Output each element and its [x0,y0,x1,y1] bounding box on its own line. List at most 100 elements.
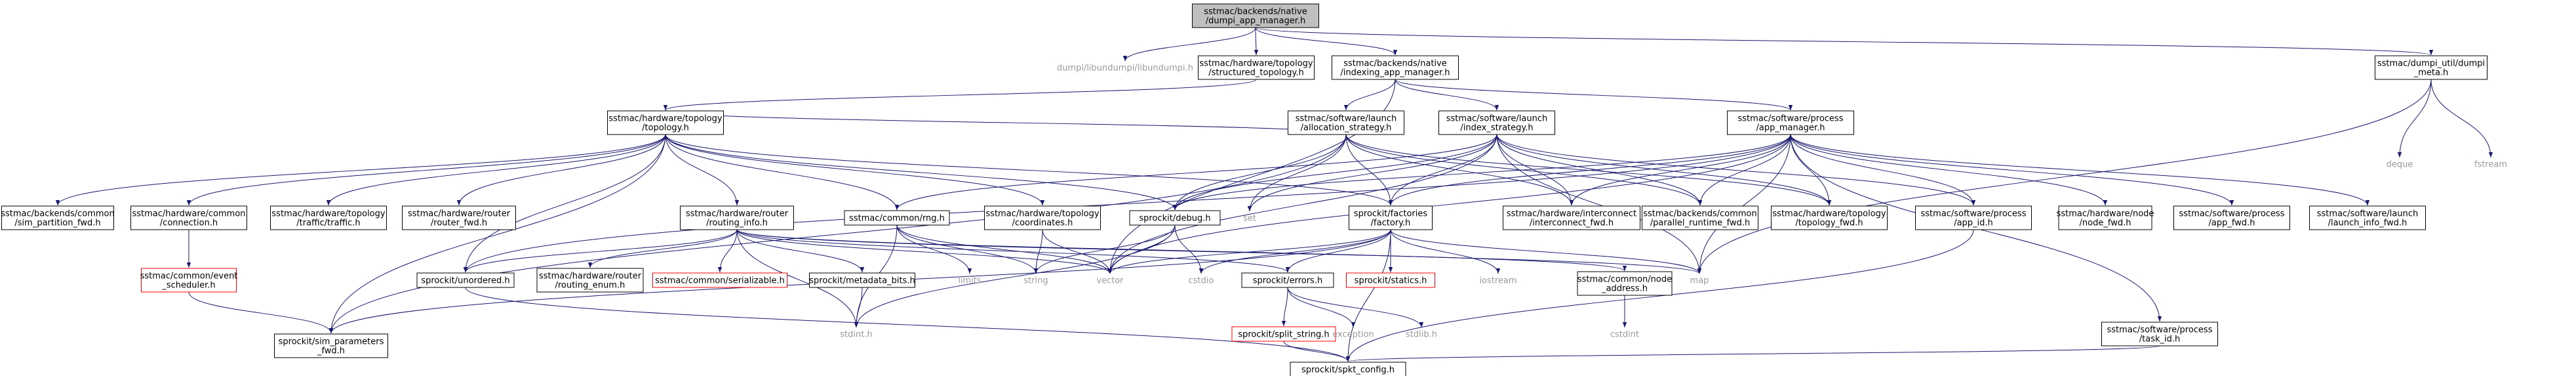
node-routingenum[interactable]: sstmac/hardware/router/routing_enum.h [536,268,644,293]
node-topology[interactable]: sstmac/hardware/topology/topology.h [607,110,724,135]
node-routerfwd[interactable]: sstmac/hardware/router/router_fwd.h [402,205,516,230]
node-evsched[interactable]: sstmac/common/event_scheduler.h [140,268,238,293]
node-box-connection [130,205,247,230]
node-box-topofwd [1771,205,1888,230]
node-root[interactable]: sstmac/backends/native/dumpi_app_manager… [1192,3,1319,28]
node-box-nodeaddr [1577,271,1673,296]
node-label-evsched-line-1: _scheduler.h [161,281,215,291]
edge-index-to-factory [1388,134,1497,206]
node-label-topology-line-1: /topology.h [642,123,689,133]
node-label-structtop-line-0: sstmac/hardware/topology [1199,59,1313,69]
edge-unordered-to-spktconfig [465,287,1351,362]
node-label-taskid-line-0: sstmac/software/process [2107,325,2213,335]
node-connection[interactable]: sstmac/hardware/common/connection.h [130,205,247,230]
node-appid[interactable]: sstmac/software/process/app_id.h [1915,205,2032,230]
node-label-factory-line-1: /factory.h [1371,219,1411,228]
edge-routinginfo-to-metadata [736,229,865,273]
node-coords[interactable]: sstmac/hardware/topology/coordinates.h [984,205,1101,230]
node-label-interconn-line-0: sstmac/hardware/interconnect [1507,209,1636,219]
node-limits: limits [958,276,981,286]
node-rng[interactable]: sstmac/common/rng.h [844,210,950,226]
node-interconn[interactable]: sstmac/hardware/interconnect/interconnec… [1503,205,1640,230]
edge-topology-to-unordered [463,134,666,273]
node-box-simpart [1,205,114,230]
node-box-index [1438,110,1555,135]
edge-rng-to-vector [896,224,1113,274]
node-label-cstdio-line-0: cstdio [1189,276,1214,286]
edge-indexing-to-index [1395,79,1499,111]
node-nodeaddr[interactable]: sstmac/common/node_address.h [1577,271,1673,296]
node-simparams[interactable]: sprockit/sim_parameters_fwd.h [274,333,388,358]
node-box-dumpimeta [2375,55,2487,80]
edge-rng-to-string [896,224,1039,274]
edge-factory-to-spktconfig [1345,229,1391,362]
node-box-errors [1241,272,1334,288]
node-label-appfwd-line-0: sstmac/software/process [2179,209,2285,219]
node-label-topofwd-line-0: sstmac/hardware/topology [1772,209,1886,219]
node-box-evsched [141,268,237,293]
edge-appman-to-parallel [1697,134,1791,206]
node-serializable[interactable]: sstmac/common/serializable.h [652,272,787,288]
node-factory[interactable]: sprockit/factories/factory.h [1349,205,1433,230]
edge-routinginfo-to-unordered [463,229,738,273]
edge-index-to-rng [894,134,1497,211]
node-statics[interactable]: sprockit/statics.h [1346,272,1435,288]
node-index[interactable]: sstmac/software/launch/index_strategy.h [1438,110,1555,135]
node-spktconfig[interactable]: sprockit/spkt_config.h [1290,362,1406,376]
node-errors[interactable]: sprockit/errors.h [1241,272,1334,288]
node-traffic[interactable]: sstmac/hardware/topology/traffic/traffic… [270,205,387,230]
node-box-alloc [1288,110,1404,135]
edge-topology-to-coords [665,134,1045,206]
node-label-simpart-line-0: sstmac/backends/common [1,209,115,219]
node-launchinfo[interactable]: sstmac/software/launch/launch_info_fwd.h [2309,205,2426,230]
node-label-index-line-0: sstmac/software/launch [1446,114,1547,124]
node-box-factory [1349,205,1433,230]
node-label-parallel-line-0: sstmac/backends/common [1643,209,1757,219]
node-label-routinginfo-line-1: /routing_info.h [706,219,768,228]
node-box-indexing [1332,55,1459,80]
node-alloc[interactable]: sstmac/software/launch/allocation_strate… [1288,110,1404,135]
node-label-nodefwd-line-0: sstmac/hardware/node [2057,209,2154,219]
node-appman[interactable]: sstmac/software/process/app_manager.h [1727,110,1854,135]
node-unordered[interactable]: sprockit/unordered.h [416,272,515,288]
edge-errors-to-splitstring [1281,287,1288,327]
node-box-debug [1129,210,1221,226]
edge-topology-to-routinginfo [665,134,740,206]
node-vector: vector [1096,276,1124,286]
node-dumpimeta[interactable]: sstmac/dumpi_util/dumpi_meta.h [2375,55,2487,80]
node-label-errors-line-0: sprockit/errors.h [1253,276,1322,286]
edge-routinginfo-to-nodeaddr [736,229,1627,272]
node-box-metadata [809,272,915,288]
edge-errors-to-stdlib [1287,287,1424,328]
edge-coords-to-string [1033,229,1043,274]
edge-index-to-appid [1496,134,1976,206]
node-topofwd[interactable]: sstmac/hardware/topology/topology_fwd.h [1771,205,1888,230]
node-label-metadata-line-0: sprockit/metadata_bits.h [809,276,915,286]
node-label-splitstring-line-0: sprockit/split_string.h [1238,330,1329,340]
node-set: set [1243,214,1256,224]
node-label-serializable-line-0: sstmac/common/serializable.h [655,276,785,286]
node-appfwd[interactable]: sstmac/software/process/app_fwd.h [2173,205,2290,230]
node-routinginfo[interactable]: sstmac/hardware/router/routing_info.h [680,205,794,230]
edge-alloc-to-factory [1345,134,1393,206]
node-label-connection-line-0: sstmac/hardware/common [132,209,245,219]
node-parallel[interactable]: sstmac/backends/common/parallel_runtime_… [1642,205,1758,230]
node-label-appfwd-line-1: /app_fwd.h [2209,219,2255,228]
node-structtop[interactable]: sstmac/hardware/topology/structured_topo… [1198,55,1315,80]
node-simpart[interactable]: sstmac/backends/common/sim_partition_fwd… [1,205,115,230]
node-indexing[interactable]: sstmac/backends/native/indexing_app_mana… [1332,55,1459,80]
edge-routinginfo-to-stdint [736,229,859,328]
edge-alloc-to-set [1247,134,1347,212]
node-metadata[interactable]: sprockit/metadata_bits.h [809,272,915,288]
edge-appid-to-spktconfig [1345,229,1974,362]
node-taskid[interactable]: sstmac/software/process/task_id.h [2101,322,2218,346]
node-debug[interactable]: sprockit/debug.h [1129,210,1221,226]
node-nodefwd[interactable]: sstmac/hardware/node/node_fwd.h [2057,205,2154,230]
node-stdlib: stdlib.h [1406,330,1437,340]
node-box-root [1192,3,1319,28]
node-splitstring[interactable]: sprockit/split_string.h [1231,326,1336,342]
node-label-alloc-line-1: /allocation_strategy.h [1301,123,1392,133]
node-box-coords [984,205,1101,230]
node-stdint: stdint.h [840,330,872,340]
edge-topology-to-simpart [55,134,666,206]
